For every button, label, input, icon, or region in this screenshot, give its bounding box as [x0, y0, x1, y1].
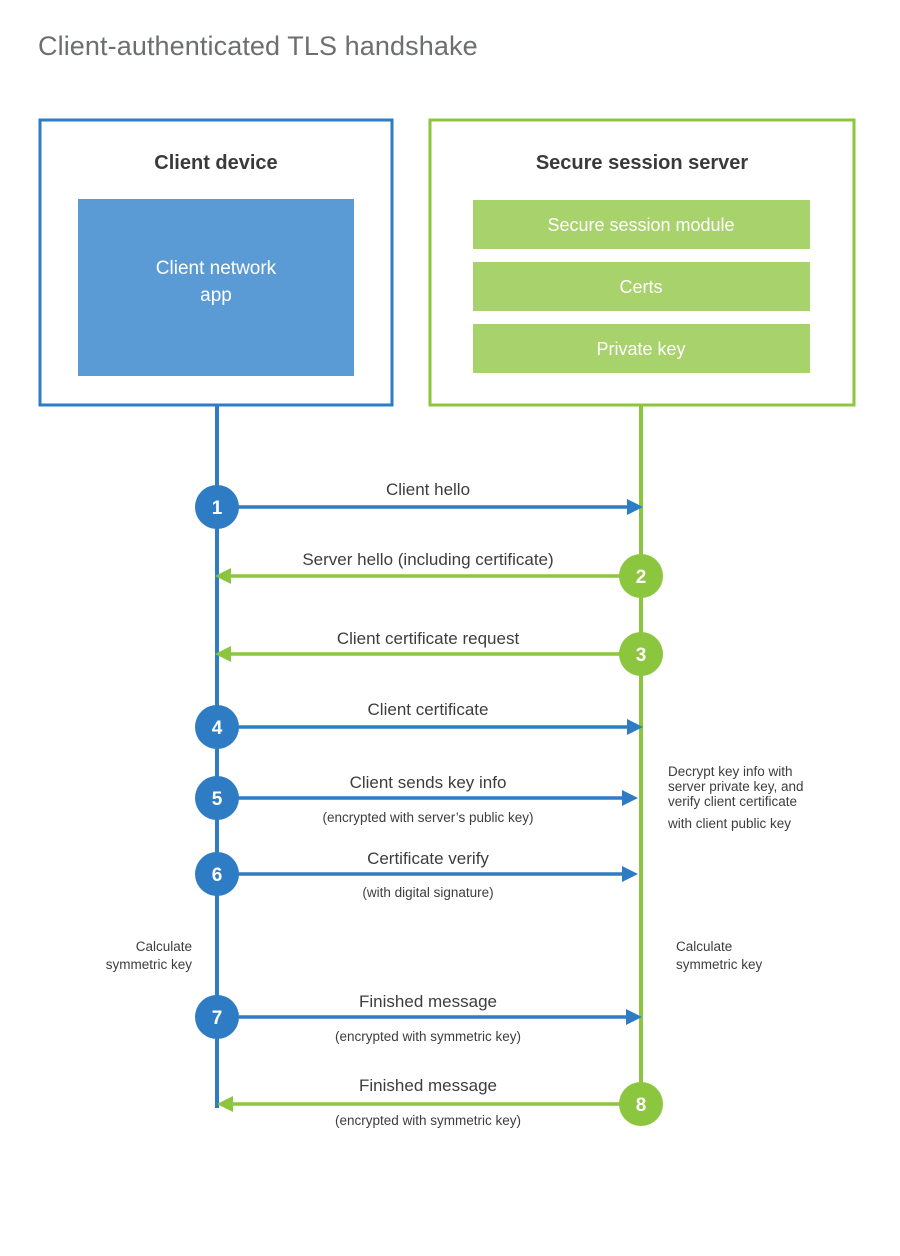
step-6-arrow-head — [622, 866, 638, 882]
step-4-label: Client certificate — [368, 700, 489, 719]
step-6-sublabel: (with digital signature) — [362, 885, 493, 900]
server-decrypt-annotation: Decrypt key info with server private key… — [667, 764, 804, 831]
client-device-node: Client device Client network app — [38, 118, 394, 407]
server-decrypt-line-3: with client public key — [667, 816, 791, 831]
step-2-label: Server hello (including certificate) — [302, 550, 553, 569]
server-decrypt-line-2: verify client certificate — [668, 794, 797, 809]
step-2: Server hello (including certificate) 2 — [215, 550, 663, 598]
step-6-label: Certificate verify — [367, 849, 489, 868]
step-8-label: Finished message — [359, 1076, 497, 1095]
server-calculate-line-1: symmetric key — [676, 957, 763, 972]
server-bar-certs — [473, 262, 810, 311]
step-3-number: 3 — [636, 645, 647, 666]
step-5-label: Client sends key info — [350, 773, 507, 792]
client-network-app-label-line2: app — [200, 285, 232, 306]
step-8-number: 8 — [636, 1095, 647, 1116]
server-bar-secure-session-module — [473, 200, 810, 249]
step-2-marker — [619, 554, 663, 598]
step-1-marker — [195, 485, 239, 529]
client-network-app-label-line1: Client network — [156, 258, 277, 279]
step-7-marker — [195, 995, 239, 1039]
step-1-number: 1 — [212, 498, 223, 519]
step-8-arrow-head — [217, 1096, 233, 1112]
step-4-marker — [195, 705, 239, 749]
step-2-arrow-head — [215, 568, 231, 584]
server-calculate-annotation: Calculate symmetric key — [676, 939, 763, 972]
step-5-arrow-head — [622, 790, 638, 806]
server-bar-private-key — [473, 324, 810, 373]
step-8-sublabel: (encrypted with symmetric key) — [335, 1113, 521, 1128]
step-4-arrow-head — [627, 719, 643, 735]
step-1: Client hello 1 — [195, 480, 643, 529]
step-2-number: 2 — [636, 567, 647, 588]
client-device-title: Client device — [154, 152, 277, 174]
step-7: Finished message 7 (encrypted with symme… — [195, 992, 642, 1044]
step-8: Finished message 8 (encrypted with symme… — [217, 1076, 663, 1128]
server-calculate-line-0: Calculate — [676, 939, 732, 954]
step-3-arrow-head — [215, 646, 231, 662]
step-6-marker — [195, 852, 239, 896]
step-1-label: Client hello — [386, 480, 470, 499]
server-decrypt-line-1: server private key, and — [668, 779, 804, 794]
step-7-arrow-head — [626, 1009, 642, 1025]
step-5-marker — [195, 776, 239, 820]
client-calculate-line-1: symmetric key — [106, 957, 193, 972]
step-7-number: 7 — [212, 1008, 223, 1029]
client-calculate-annotation: Calculate symmetric key — [106, 939, 193, 972]
step-1-arrow-head — [627, 499, 643, 515]
step-7-label: Finished message — [359, 992, 497, 1011]
step-5-number: 5 — [212, 789, 223, 810]
step-3: Client certificate request 3 — [215, 629, 663, 676]
step-5: Client sends key info 5 (encrypted with … — [195, 773, 638, 825]
client-network-app-box — [78, 199, 354, 376]
server-bar-label-0: Secure session module — [547, 215, 734, 235]
step-7-sublabel: (encrypted with symmetric key) — [335, 1029, 521, 1044]
server-bar-label-2: Private key — [596, 339, 685, 359]
step-4: Client certificate 4 — [195, 700, 643, 749]
step-4-number: 4 — [212, 718, 223, 739]
step-5-sublabel: (encrypted with server’s public key) — [322, 810, 533, 825]
secure-session-server-node: Secure session server Secure session mod… — [428, 118, 856, 407]
secure-session-server-title: Secure session server — [536, 152, 749, 174]
step-3-label: Client certificate request — [337, 629, 520, 648]
step-8-marker — [619, 1082, 663, 1126]
client-calculate-line-0: Calculate — [136, 939, 192, 954]
server-bar-label-1: Certs — [619, 277, 662, 297]
step-6: Certificate verify 6 (with digital signa… — [195, 849, 638, 900]
server-decrypt-line-0: Decrypt key info with — [668, 764, 793, 779]
step-3-marker — [619, 632, 663, 676]
page-title: Client-authenticated TLS handshake — [38, 31, 478, 61]
step-6-number: 6 — [212, 865, 223, 886]
